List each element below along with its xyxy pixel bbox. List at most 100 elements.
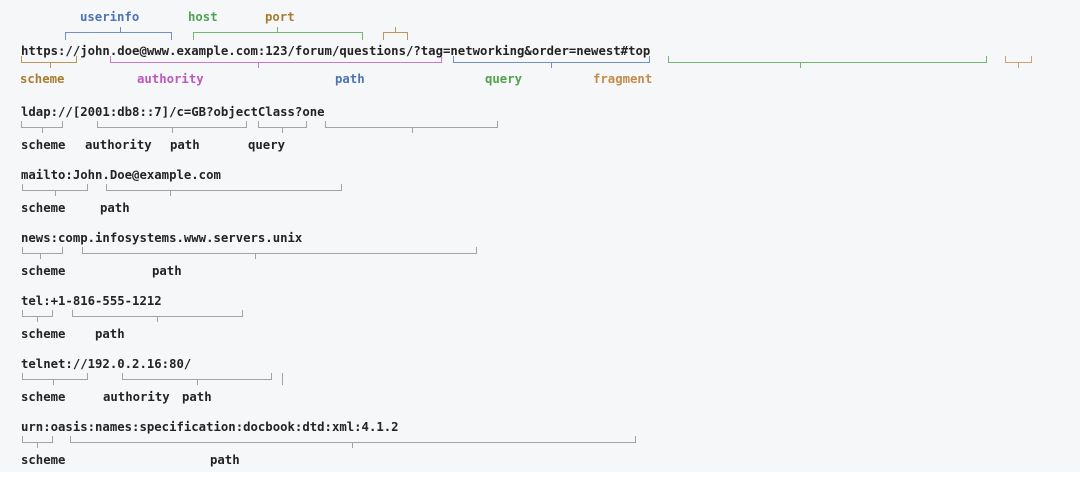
component-label-path: path [100, 201, 130, 215]
bracket-segment [476, 247, 477, 254]
component-label-port: port [265, 10, 295, 24]
component-bracket [453, 56, 650, 69]
bracket-segment [668, 62, 987, 63]
bracket-segment [282, 127, 283, 133]
bracket-segment [551, 62, 552, 68]
bracket-segment [341, 184, 342, 191]
component-bracket [193, 27, 363, 40]
bracket-segment [37, 442, 38, 448]
bracket-segment [70, 436, 71, 443]
bracket-segment [62, 121, 63, 128]
bracket-segment [22, 247, 23, 254]
component-label-path: path [210, 453, 240, 467]
uri-text: mailto:John.Doe@example.com [21, 168, 221, 182]
component-bracket [668, 56, 987, 69]
bracket-segment [22, 310, 23, 317]
bracket-segment [277, 27, 278, 33]
bracket-segment [497, 121, 498, 128]
uri-text: news:comp.infosystems.www.servers.unix [21, 231, 303, 245]
bracket-segment [258, 121, 259, 128]
bracket-segment [22, 379, 88, 380]
bracket-segment [453, 56, 454, 63]
component-bracket [110, 56, 442, 69]
component-label-host: host [188, 10, 218, 24]
bracket-segment [383, 32, 384, 40]
bracket-segment [22, 373, 23, 380]
bracket-segment [1018, 62, 1019, 68]
component-bracket [21, 121, 63, 134]
component-label-path: path [152, 264, 182, 278]
component-bracket [122, 373, 272, 386]
bracket-segment [87, 184, 88, 191]
bracket-segment [65, 32, 66, 40]
bracket-segment [306, 121, 307, 128]
uri-text: tel:+1-816-555-1212 [21, 294, 162, 308]
component-bracket [65, 27, 172, 40]
bracket-segment [65, 32, 172, 33]
component-label-query: query [248, 138, 286, 152]
bracket-segment [106, 190, 342, 191]
component-bracket [22, 184, 88, 197]
component-bracket [70, 436, 636, 449]
component-label-userinfo: userinfo [80, 10, 140, 24]
bracket-segment [986, 56, 987, 63]
bracket-segment [649, 56, 650, 63]
bracket-segment [62, 247, 63, 254]
bracket-segment [395, 27, 396, 33]
component-label-authority: authority [103, 390, 170, 404]
component-label-path: path [182, 390, 212, 404]
component-label-scheme: scheme [20, 72, 65, 86]
bracket-segment [352, 442, 353, 448]
bracket-segment [87, 373, 88, 380]
bracket-segment [193, 32, 363, 33]
bracket-segment [1005, 56, 1006, 63]
bracket-segment [72, 310, 73, 317]
bracket-segment [76, 56, 77, 63]
bracket-segment [22, 253, 63, 254]
bracket-segment [282, 373, 283, 385]
component-bracket [21, 56, 77, 69]
bracket-segment [21, 121, 22, 128]
bracket-segment [52, 310, 53, 317]
bracket-segment [242, 310, 243, 317]
bracket-segment [258, 62, 259, 68]
bracket-segment [635, 436, 636, 443]
bracket-segment [246, 121, 247, 128]
bracket-segment [362, 32, 363, 40]
component-bracket [82, 247, 477, 260]
bracket-segment [21, 56, 22, 63]
component-label-query: query [485, 72, 523, 86]
bracket-segment [82, 253, 477, 254]
component-label-authority: authority [137, 72, 204, 86]
bracket-segment [110, 62, 442, 63]
bracket-segment [800, 62, 801, 68]
bracket-segment [110, 56, 111, 63]
bracket-segment [122, 373, 123, 380]
component-label-scheme: scheme [21, 453, 66, 467]
bracket-segment [157, 316, 158, 322]
component-label-scheme: scheme [21, 327, 66, 341]
component-label-path: path [170, 138, 200, 152]
component-bracket [325, 121, 498, 134]
bracket-segment [172, 127, 173, 133]
bracket-segment [441, 56, 442, 63]
component-label-path: path [95, 327, 125, 341]
bracket-segment [22, 436, 23, 443]
bracket-segment [407, 32, 408, 40]
bracket-segment [97, 121, 98, 128]
component-label-path: path [335, 72, 365, 86]
bracket-segment [171, 32, 172, 40]
bracket-segment [53, 379, 54, 385]
bracket-segment [120, 27, 121, 33]
component-label-authority: authority [85, 138, 152, 152]
bracket-segment [412, 127, 413, 133]
bracket-segment [50, 62, 51, 68]
component-bracket [22, 436, 53, 449]
component-bracket [22, 373, 88, 386]
bracket-segment [106, 184, 107, 191]
bracket-segment [40, 253, 41, 259]
bracket-segment [271, 373, 272, 380]
component-label-scheme: scheme [21, 138, 66, 152]
component-bracket [22, 310, 53, 323]
